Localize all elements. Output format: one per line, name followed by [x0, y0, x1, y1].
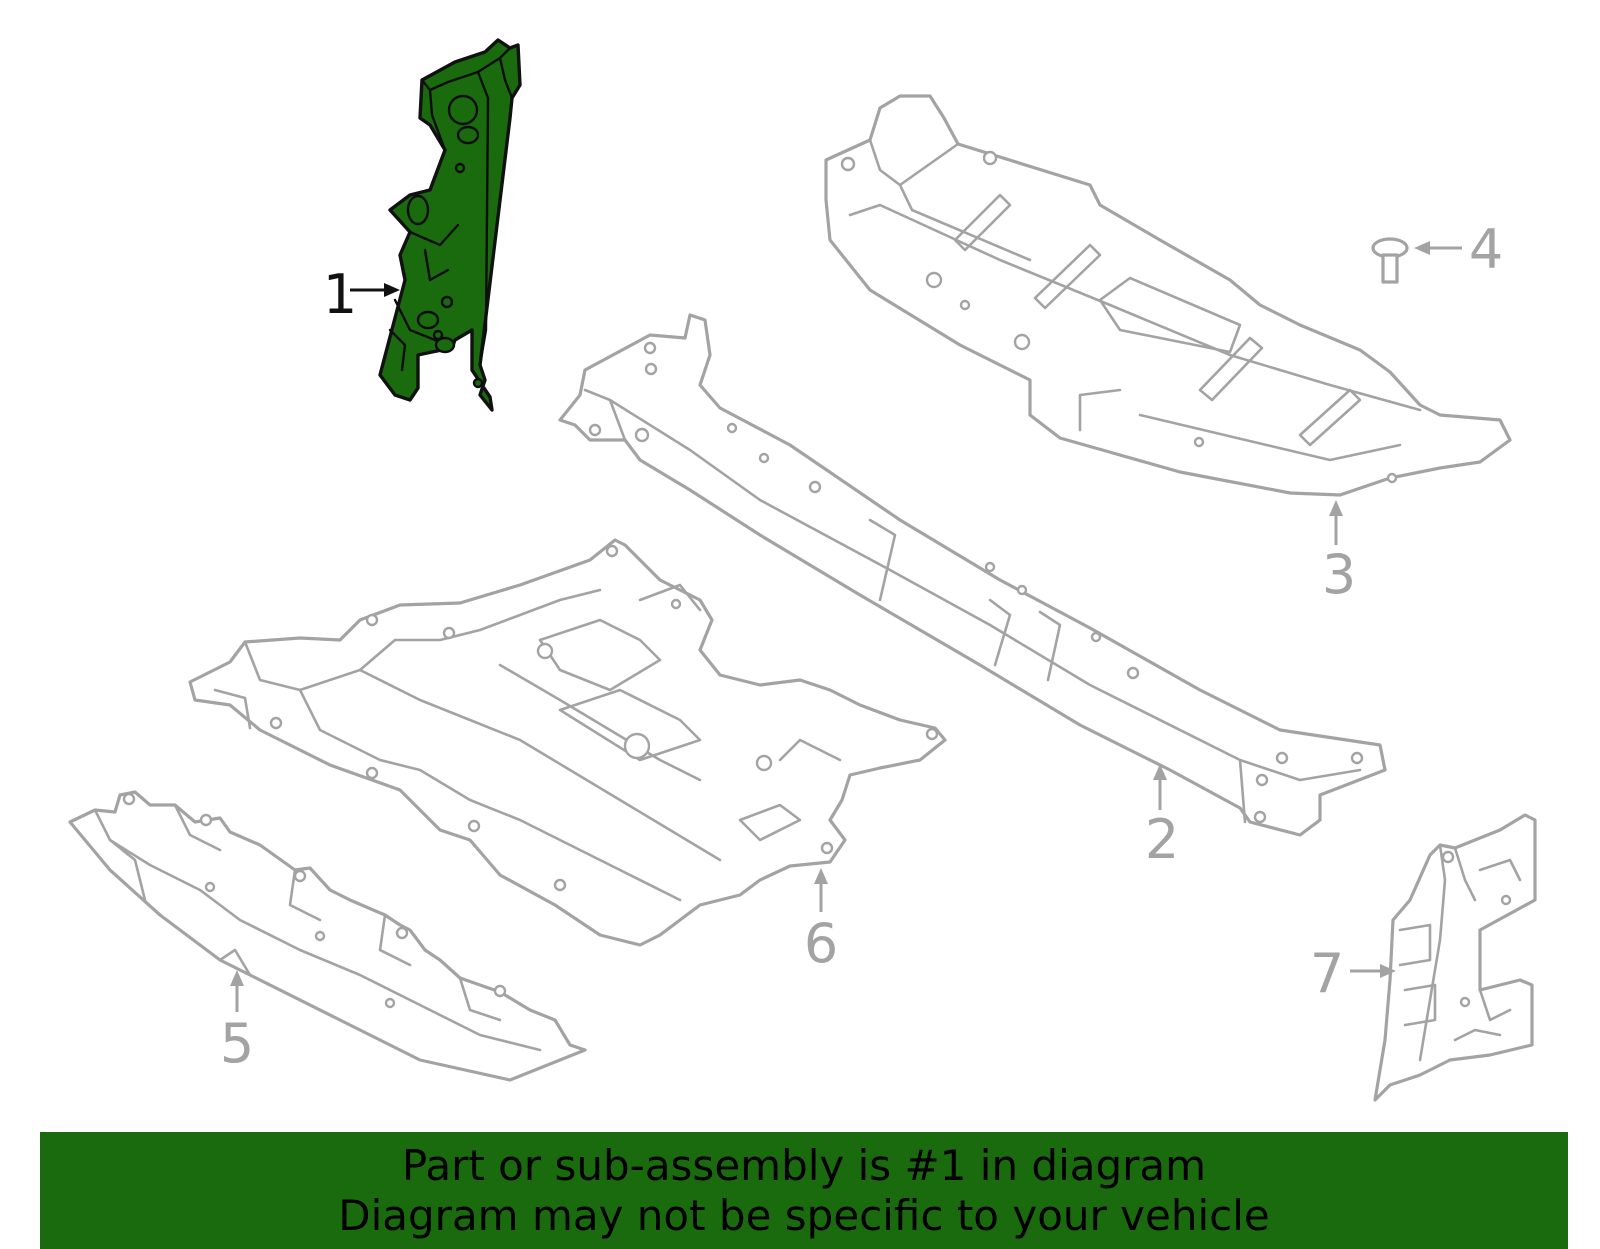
- callout-label-2[interactable]: 2: [1145, 808, 1179, 871]
- callout-arrow-6: [814, 868, 828, 912]
- part-1-bracket-highlighted[interactable]: [378, 38, 522, 412]
- info-banner: Part or sub-assembly is #1 in diagram Di…: [40, 1132, 1568, 1249]
- callout-label-3[interactable]: 3: [1322, 543, 1356, 606]
- callout-arrow-5: [230, 970, 244, 1012]
- callout-arrow-1: [350, 283, 400, 297]
- part-7-side-shield[interactable]: [1373, 813, 1537, 1102]
- callout-arrow-2: [1153, 764, 1167, 810]
- callout-arrow-4: [1414, 241, 1462, 255]
- callout-label-4[interactable]: 4: [1469, 218, 1503, 281]
- part-3-upper-cover[interactable]: [824, 94, 1512, 497]
- callout-label-1[interactable]: 1: [323, 263, 357, 326]
- part-2-core-support[interactable]: [558, 313, 1387, 837]
- banner-line-disclaimer: Diagram may not be specific to your vehi…: [338, 1190, 1270, 1240]
- callout-label-5[interactable]: 5: [220, 1012, 254, 1075]
- part-6-under-cover[interactable]: [188, 538, 947, 947]
- callout-arrow-7: [1350, 964, 1396, 978]
- callout-label-6[interactable]: 6: [804, 912, 838, 975]
- callout-label-7[interactable]: 7: [1310, 942, 1344, 1005]
- callout-arrow-3: [1329, 500, 1343, 545]
- part-5-air-deflector[interactable]: [68, 790, 587, 1082]
- banner-line-part-number: Part or sub-assembly is #1 in diagram: [401, 1140, 1207, 1190]
- part-4-clip[interactable]: [1371, 237, 1409, 284]
